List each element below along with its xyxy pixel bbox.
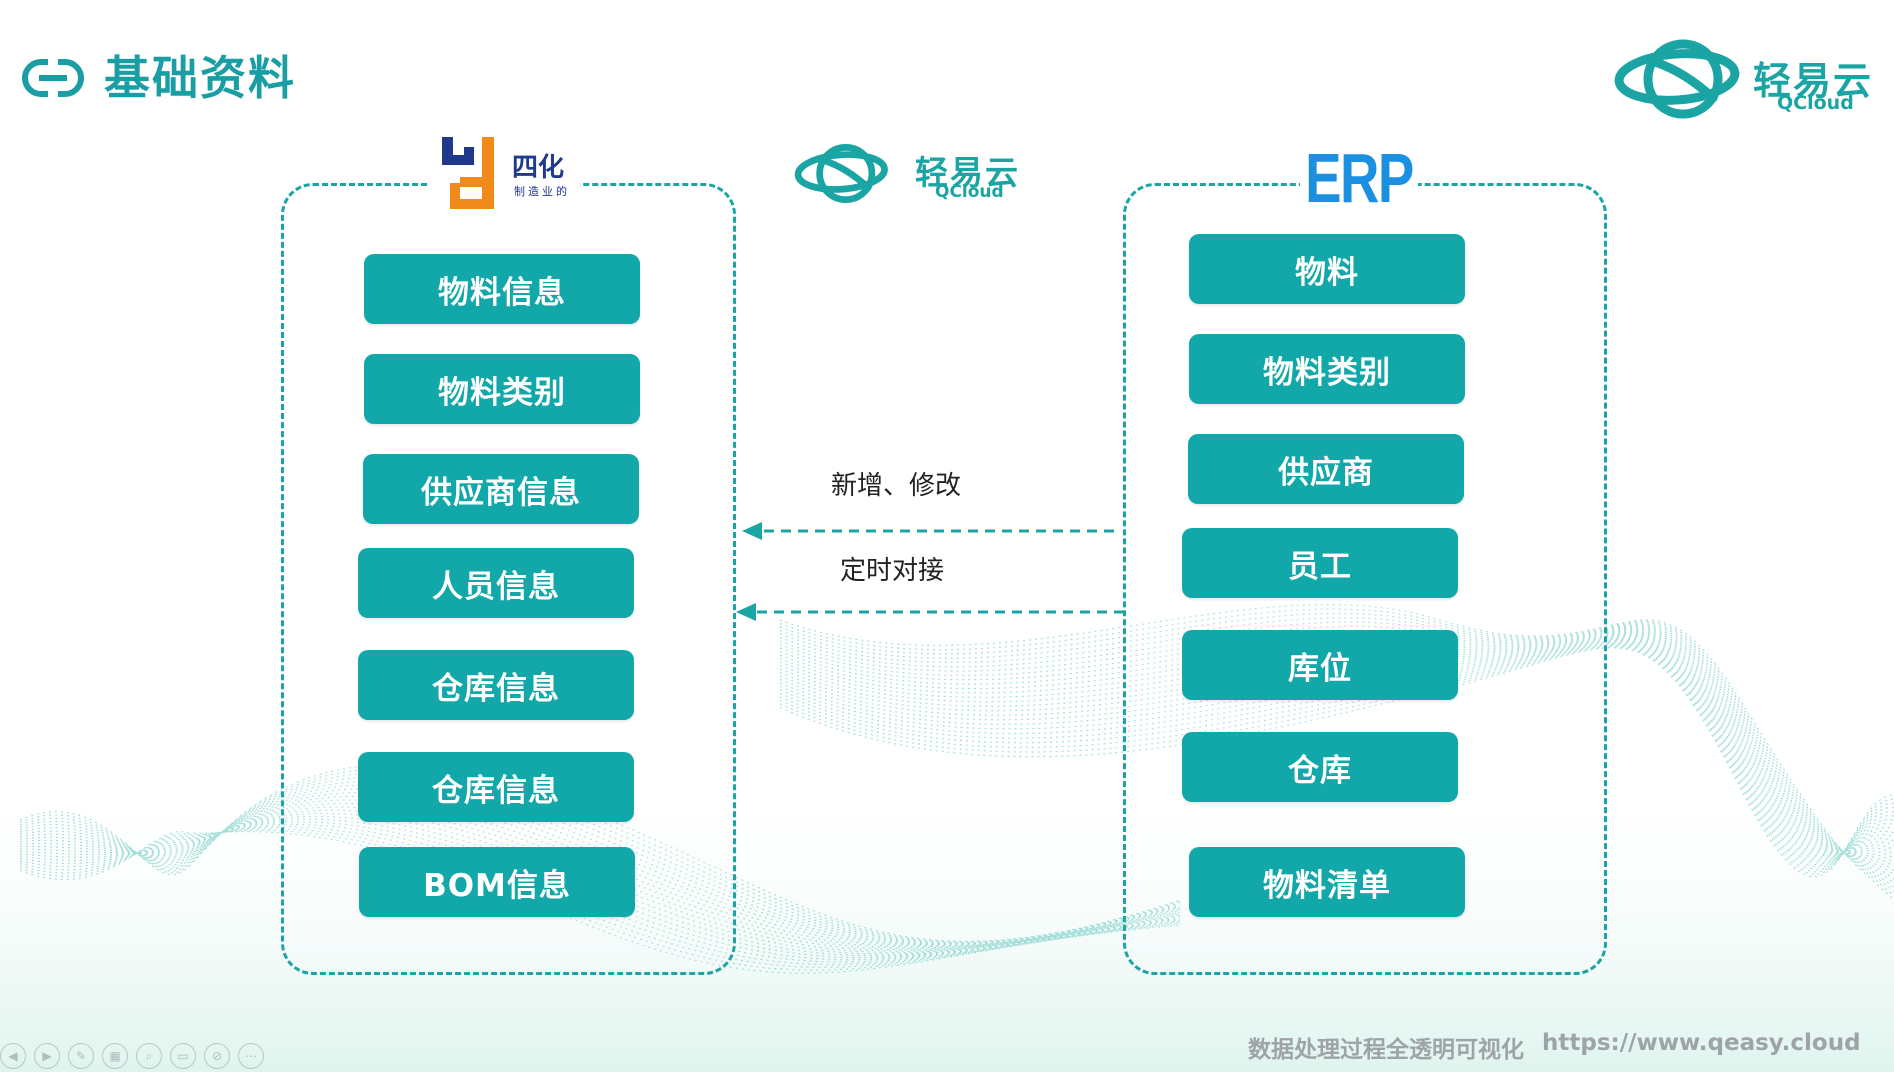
wave-line-right [779,632,1894,859]
right-node-bom[interactable]: 物料清单 [1189,847,1465,917]
prev-icon[interactable]: ◀ [0,1043,26,1069]
footer-slogan: 数据处理过程全透明可视化 [1248,1037,1524,1063]
right-node-employee[interactable]: 员工 [1182,528,1458,598]
left-node-bom-info[interactable]: BOM信息 [359,847,635,917]
connection-label-scheduled-sync: 定时对接 [840,556,945,586]
presentation-controls: ◀ ▶ ✎ ▦ ⌕ ▭ ⊘ ⋯ [0,1043,264,1071]
left-node-material-category[interactable]: 物料类别 [364,354,640,424]
page-title: 基础资料 [104,51,296,105]
footer-url[interactable]: https://www.qeasy.cloud [1542,1030,1861,1056]
right-node-material[interactable]: 物料 [1189,234,1465,304]
wave-line-left [19,823,1181,963]
wave-line-right [779,637,1894,857]
wave-line-left [19,803,1181,951]
qcloud-name-cn: 轻易云 [1753,59,1874,103]
wave-line-left [19,821,1181,961]
qcloud-name-en: QCloud [935,182,1004,202]
wave-line-right [779,640,1894,862]
wave-line-right [779,644,1894,871]
wave-line-right [779,636,1894,856]
next-icon[interactable]: ▶ [34,1043,60,1069]
wave-line-right [779,643,1894,868]
wave-line-left [19,818,1181,959]
wave-line-right [779,646,1894,875]
qcloud-orbit-icon [794,144,888,203]
wave-line-left [19,806,1181,952]
wave-line-left [19,828,1181,968]
erp-logo: ERP [1300,140,1418,216]
right-node-warehouse[interactable]: 仓库 [1182,732,1458,802]
left-node-supplier-info[interactable]: 供应商信息 [363,454,639,524]
wave-line-left [19,826,1181,966]
wave-line-right [779,642,1894,866]
wave-line-right [779,641,1894,864]
qcloud-name-cn: 轻易云 [915,153,1020,192]
wave-line-right [779,633,1894,855]
wave-line-right [779,629,1894,867]
slides-icon[interactable]: ▦ [102,1043,128,1069]
pen-icon[interactable]: ✎ [68,1043,94,1069]
wave-line-right [779,639,1894,860]
wave-line-right [779,621,1894,884]
wave-line-right [779,603,1894,901]
wave-line-right [779,617,1894,888]
qcloud-orbit-icon [1614,39,1740,119]
sihua-tagline: 制造业的 [514,185,570,198]
right-node-supplier[interactable]: 供应商 [1188,434,1464,504]
more-icon[interactable]: ⋯ [238,1043,264,1069]
sihua-mark-icon [442,137,494,209]
qcloud-name-en: QCloud [1777,92,1854,114]
qcloud-logo-center: 轻易云 QCloud [794,130,1035,210]
left-node-staff-info[interactable]: 人员信息 [358,548,634,618]
screen-icon[interactable]: ▭ [170,1043,196,1069]
wave-line-left [19,809,1181,954]
link-icon [22,58,84,98]
wave-line-right [779,625,1894,880]
qcloud-logo-top-right: 轻易云 QCloud [1614,32,1877,122]
erp-logo-text: ERP [1305,139,1414,217]
connection-label-add-modify: 新增、修改 [831,471,962,501]
left-node-warehouse-info-2[interactable]: 仓库信息 [358,752,634,822]
left-node-warehouse-info[interactable]: 仓库信息 [358,650,634,720]
sihua-name: 四化 [512,153,565,183]
wave-line-left [19,812,1181,955]
left-node-material-info[interactable]: 物料信息 [364,254,640,324]
right-node-material-category[interactable]: 物料类别 [1189,334,1465,404]
wave-line-right [779,628,1894,872]
camera-off-icon[interactable]: ⊘ [204,1043,230,1069]
zoom-icon[interactable]: ⌕ [136,1043,162,1069]
wave-line-right [779,631,1894,863]
sihua-logo: 四化 制造业的 [430,133,580,213]
wave-line-right [779,634,1894,854]
wave-line-right [779,627,1894,876]
right-node-location[interactable]: 库位 [1182,630,1458,700]
wave-line-right [779,638,1894,859]
